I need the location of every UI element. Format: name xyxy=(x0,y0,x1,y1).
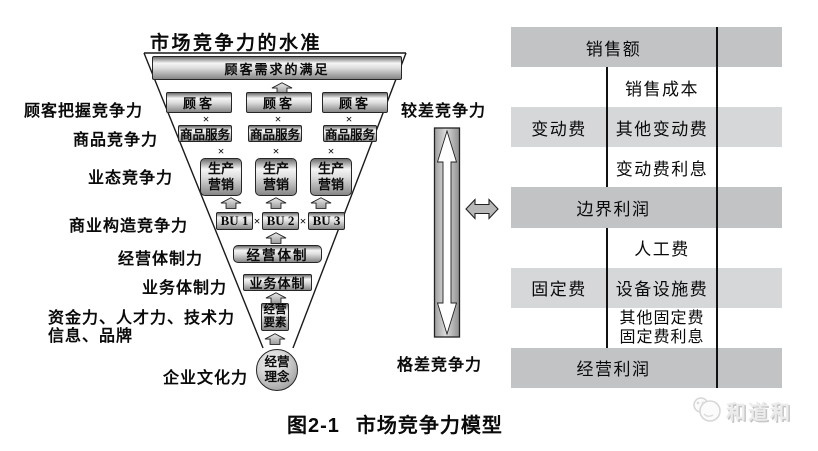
customer-box: 顾客 xyxy=(246,92,312,113)
cell-operating-profit: 经营利润 xyxy=(576,360,651,380)
multiply-sign: × xyxy=(274,112,282,126)
label-relative-competitiveness: 较差竞争力 xyxy=(401,103,487,120)
figure-title: 市场竞争力模型 xyxy=(355,415,503,437)
label-goods: 商品竞争力 xyxy=(72,132,158,149)
business-system-bar: 业务体制 xyxy=(243,274,312,291)
up-arrow-icon xyxy=(265,292,287,304)
box-text: 经营 xyxy=(264,355,290,369)
cell-variable-interest: 变动费利息 xyxy=(615,159,709,179)
cell-sales-cost: 销售成本 xyxy=(625,79,699,99)
management-elements-box: 经营 要素 xyxy=(261,303,289,331)
production-marketing-box: 生产 营销 xyxy=(310,158,352,196)
multiply-sign: × xyxy=(202,112,210,126)
goods-service-box: 商品服务 xyxy=(323,125,377,142)
label-business-format: 业态竞争力 xyxy=(87,170,173,187)
management-philosophy-circle: 经营 理念 xyxy=(256,349,298,391)
bu3-box: BU 3 xyxy=(308,212,345,230)
bu2-box: BU 2 xyxy=(262,212,299,230)
up-arrow-icon xyxy=(265,232,287,244)
label-biz-system: 业务体制力 xyxy=(141,280,227,297)
table-row-fixed-cost: 固定费 设备设施费 xyxy=(511,267,782,308)
double-arrow-vertical-icon xyxy=(433,127,461,338)
customer-box: 顾客 xyxy=(322,92,388,113)
profit-table: 销售额 销售成本 变动费 其他变动费 变动费利息 边界利润 人工费 固定费 设备… xyxy=(511,27,782,388)
management-system-bar: 经营体制 xyxy=(233,245,322,263)
funnel-top-bar: 顾客需求的满足 xyxy=(152,56,402,80)
cell-other-variable-cost: 其他变动费 xyxy=(615,119,709,139)
box-text: 营销 xyxy=(262,177,289,192)
production-marketing-box: 生产 营销 xyxy=(200,158,242,196)
multiply-sign: × xyxy=(299,214,307,228)
up-arrow-icon xyxy=(264,333,286,345)
table-divider-lower xyxy=(606,227,608,348)
watermark-logo-icon xyxy=(693,397,721,422)
label-info-brand: 信息、品牌 xyxy=(48,328,134,345)
label-mgmt-system: 经营体制力 xyxy=(117,251,203,268)
box-text: 生产 xyxy=(317,161,344,176)
table-row-sales-cost: 销售成本 xyxy=(511,67,782,107)
box-text: 要素 xyxy=(263,317,287,329)
table-row-sales: 销售额 xyxy=(511,27,782,68)
double-arrow-horizontal-icon xyxy=(465,198,499,220)
cell-fixed-cost-group: 固定费 xyxy=(531,280,587,300)
cell-labor-cost: 人工费 xyxy=(634,240,690,260)
cell-equipment-cost: 设备设施费 xyxy=(615,280,709,300)
bu1-box: BU 1 xyxy=(216,212,253,230)
watermark-text: 和道和 xyxy=(726,401,792,424)
goods-service-box: 商品服务 xyxy=(178,125,232,142)
label-structure: 商业构造竞争力 xyxy=(68,218,188,235)
label-gap-competitiveness: 格差竞争力 xyxy=(397,357,483,374)
multiply-sign: × xyxy=(253,214,261,228)
table-row-variable-cost: 变动费 其他变动费 xyxy=(511,107,782,148)
label-customer-grasp: 顾客把握竞争力 xyxy=(23,103,143,120)
production-marketing-box: 生产 营销 xyxy=(255,158,297,196)
multiply-sign: × xyxy=(327,144,335,158)
figure-caption: 图2-1 市场竞争力模型 xyxy=(287,409,503,438)
cell-line: 固定费利息 xyxy=(619,328,705,346)
goods-service-box: 商品服务 xyxy=(248,125,302,142)
cell-other-fixed: 其他固定费 固定费利息 xyxy=(607,309,717,347)
table-divider-upper xyxy=(606,67,608,188)
watermark: 和道和 xyxy=(688,394,792,426)
up-arrow-icon xyxy=(220,197,242,209)
figure-number: 图2-1 xyxy=(287,415,340,437)
cell-sales: 销售额 xyxy=(585,39,642,59)
up-arrow-icon xyxy=(310,197,332,209)
box-text: 理念 xyxy=(264,370,290,384)
funnel-title: 市场竞争力的水准 xyxy=(150,33,323,54)
multiply-sign: × xyxy=(345,112,353,126)
label-culture: 企业文化力 xyxy=(162,370,248,387)
multiply-sign: × xyxy=(272,144,280,158)
multiply-sign: × xyxy=(217,144,225,158)
table-row-variable-interest: 变动费利息 xyxy=(511,147,782,187)
cell-marginal-profit: 边界利润 xyxy=(576,199,651,219)
table-right-rule xyxy=(716,27,718,388)
box-text: 生产 xyxy=(207,161,234,176)
table-row-labor-cost: 人工费 xyxy=(511,228,782,268)
cell-line: 其他固定费 xyxy=(619,309,705,327)
box-text: 营销 xyxy=(207,177,234,192)
table-row-operating-profit: 经营利润 xyxy=(511,347,782,388)
label-resources: 资金力、人才力、技术力 xyxy=(48,310,236,327)
table-row-other-fixed: 其他固定费 固定费利息 xyxy=(511,308,782,348)
up-arrow-icon xyxy=(265,197,287,209)
customer-box: 顾客 xyxy=(166,92,232,113)
table-row-marginal-profit: 边界利润 xyxy=(511,187,782,228)
box-text: 营销 xyxy=(317,177,344,192)
cell-variable-cost-group: 变动费 xyxy=(531,119,587,139)
box-text: 经营 xyxy=(263,304,287,316)
box-text: 生产 xyxy=(262,161,289,176)
